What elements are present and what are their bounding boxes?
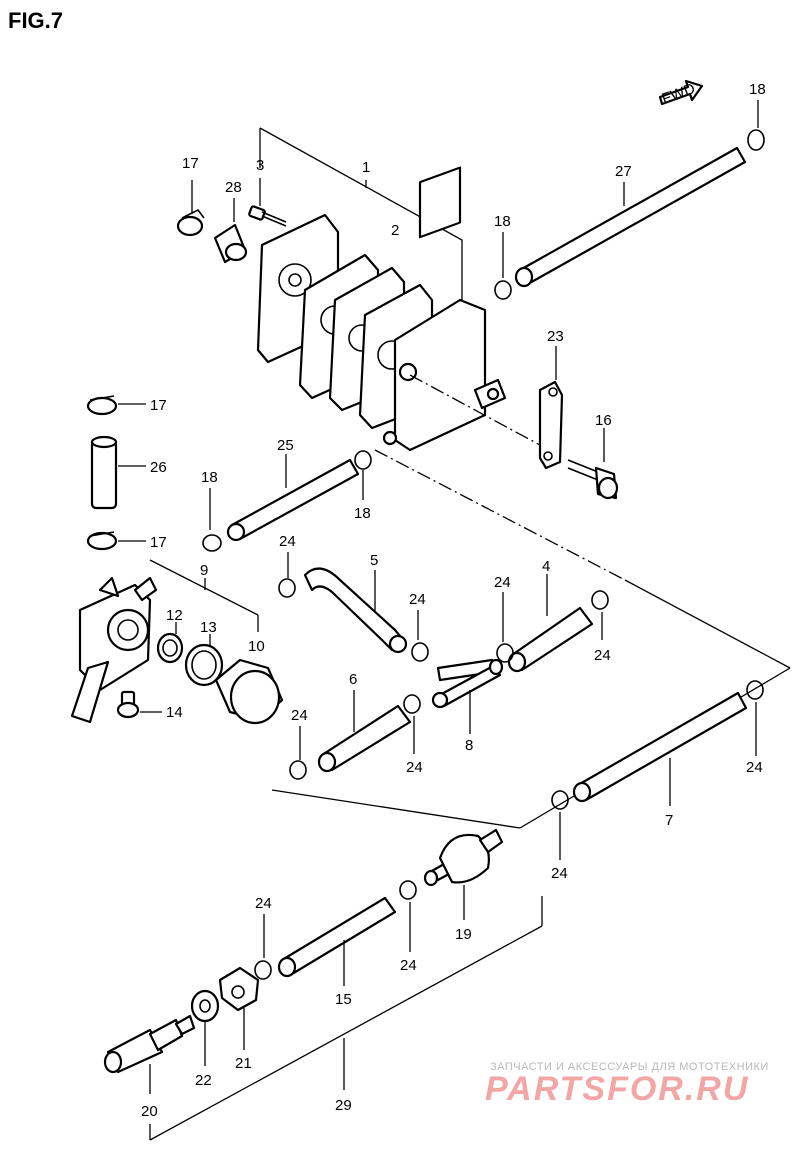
callout-24-g: 24 [746,759,763,776]
callout-3: 3 [256,157,264,174]
clip-18-top-right [747,100,765,151]
screw-14 [116,690,162,719]
callout-2: 2 [391,222,399,239]
hose-27 [514,146,747,288]
clip-17-low [86,531,146,551]
clip-17-top [176,180,205,237]
hose-6 [317,690,412,773]
callout-24-h: 24 [551,865,568,882]
clip-18-mid [354,450,372,500]
spring-12 [156,622,184,664]
callout-18-left: 18 [201,469,218,486]
clip-24-i [399,880,417,952]
assembly-frame-29 [149,896,543,1141]
callout-20: 20 [141,1103,158,1120]
clip-24-b [411,610,429,662]
bolt-16 [567,428,619,500]
callout-21: 21 [235,1055,252,1072]
clip-24-f [289,726,307,780]
assembly-frame-1 [259,127,463,300]
hose-15 [277,896,397,986]
callout-18-mid: 18 [354,505,371,522]
callout-18-upper: 18 [494,213,511,230]
callout-7: 7 [665,812,673,829]
washer-22 [190,989,220,1066]
figure-title: FIG.7 [8,8,63,33]
callout-14: 14 [166,704,183,721]
clip-24-e [403,694,421,754]
hose-5 [303,567,408,654]
fitting-20 [103,1014,196,1094]
callout-1: 1 [362,159,370,176]
callout-4: 4 [542,558,550,575]
hose-7 [271,579,791,829]
clip-24-c [496,592,514,663]
clip-24-a [278,552,296,598]
callout-23: 23 [547,328,564,345]
nut-21 [218,966,260,1050]
clip-17-mid [86,395,146,416]
callout-16: 16 [595,412,612,429]
clip-24-j [254,914,272,980]
clip-24-d [591,590,609,640]
hose-4 [507,574,594,673]
callout-10: 10 [248,638,265,655]
valve-assembly-9 [70,559,259,724]
callout-24-a: 24 [279,533,296,550]
fuel-pump-body [382,166,507,452]
callout-8: 8 [465,737,473,754]
callout-22: 22 [195,1072,212,1089]
watermark: ЗАПЧАСТИ И АКСЕССУАРЫ ДЛЯ МОТОТЕХНИКИ PA… [485,1061,769,1108]
callout-17-mid: 17 [150,397,167,414]
callout-24-j: 24 [255,895,272,912]
screw-3 [248,178,287,227]
callout-24-e: 24 [406,759,423,776]
callout-26: 26 [150,459,167,476]
hose-26 [90,435,146,510]
bushing-28 [213,198,248,264]
callout-19: 19 [455,926,472,943]
clip-18-left [202,488,222,552]
callout-29: 29 [335,1097,352,1114]
callout-27: 27 [615,163,632,180]
fwd-label: FWD [660,80,698,108]
fwd-arrow-icon: FWD [658,79,704,108]
hose-25 [226,454,360,542]
callout-17-top: 17 [182,155,199,172]
clip-24-h [551,790,569,860]
callout-18-top-right: 18 [749,81,766,98]
watermark-brand-logo: PARTSFOR.RU [485,1070,749,1108]
callout-24-b: 24 [409,591,426,608]
callout-28: 28 [225,179,242,196]
callout-labels: 1 2 3 4 5 6 7 8 9 10 12 13 14 15 16 17 1… [141,81,766,1120]
callout-9: 9 [200,562,208,579]
cup-10 [214,658,284,725]
callout-25: 25 [277,437,294,454]
clip-24-g [746,680,764,756]
callout-17-low: 17 [150,534,167,551]
callout-24-f: 24 [291,707,308,724]
clip-18-upper [494,232,512,300]
filter-19 [423,828,504,920]
callout-5: 5 [370,552,378,569]
callout-15: 15 [335,991,352,1008]
o-ring-13 [184,634,224,687]
callout-24-d: 24 [594,647,611,664]
callout-13: 13 [200,619,217,636]
watermark-tagline: ЗАПЧАСТИ И АКСЕССУАРЫ ДЛЯ МОТОТЕХНИКИ [490,1061,769,1073]
callout-12: 12 [166,607,183,624]
bracket-23 [538,346,564,470]
t-joint-8 [431,658,504,734]
callout-24-i: 24 [400,957,417,974]
callout-6: 6 [349,671,357,688]
callout-24-c: 24 [494,574,511,591]
